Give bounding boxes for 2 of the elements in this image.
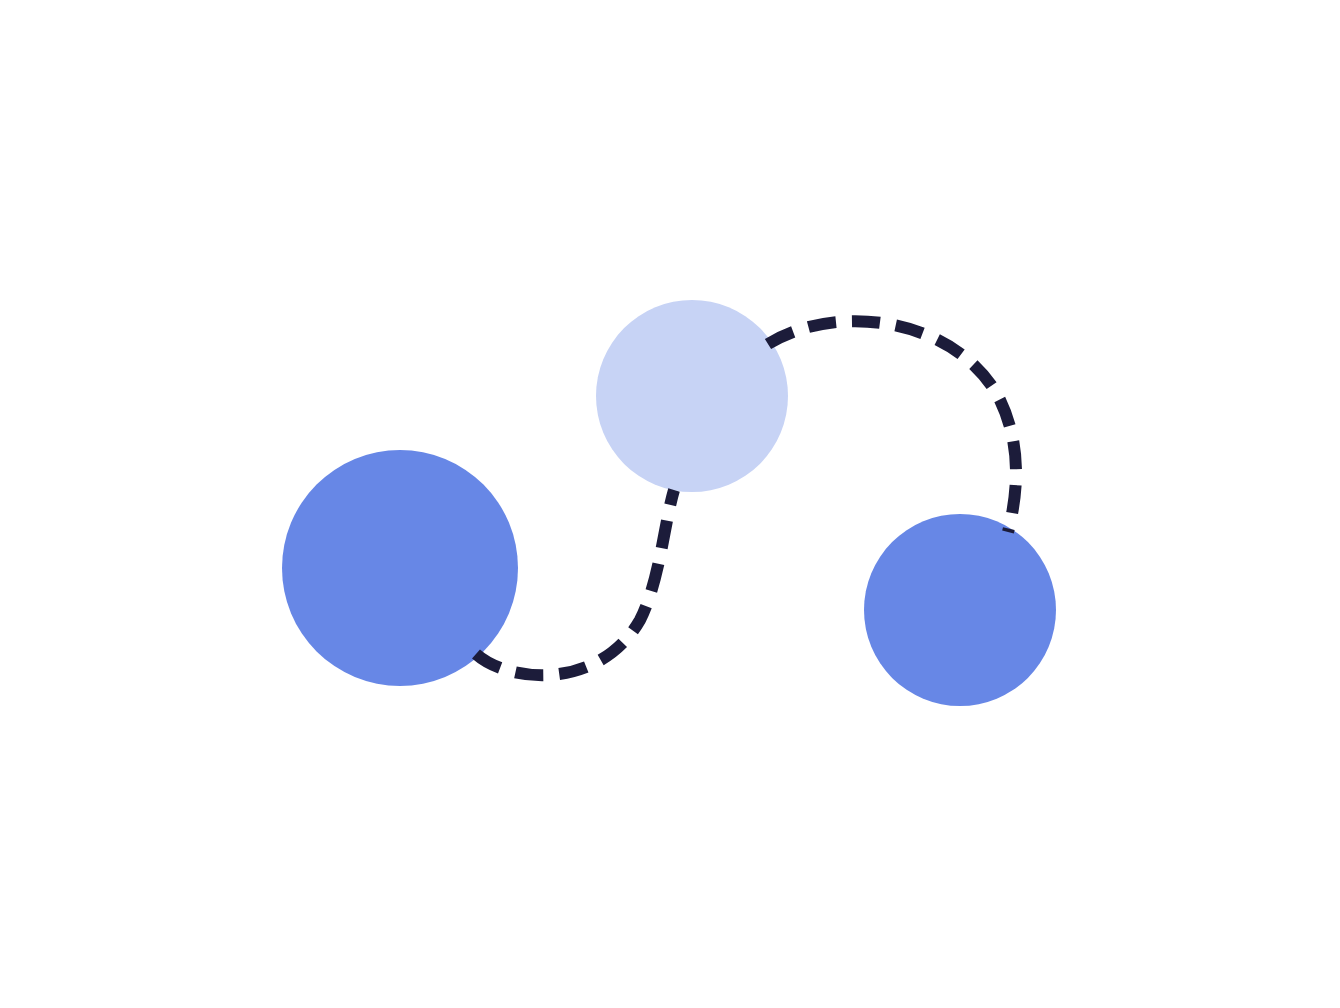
dashed-connector bbox=[765, 315, 1022, 534]
dashed-connector bbox=[472, 488, 680, 682]
